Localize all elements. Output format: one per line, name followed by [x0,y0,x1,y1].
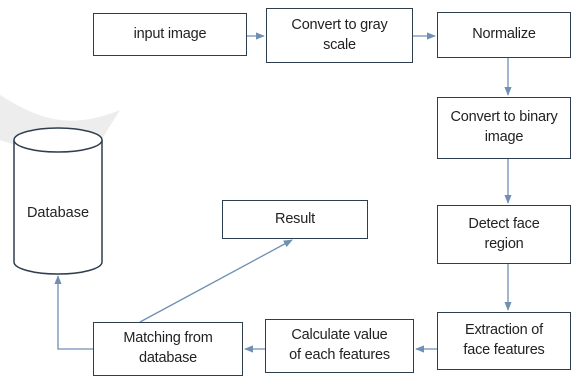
arrow-matching-to-result [139,239,293,323]
extraction-box: Extraction of face features [437,312,571,370]
result-box: Result [222,200,368,239]
matching-box: Matching from database [93,322,243,376]
calculate-label: Calculate value of each features [289,327,390,363]
normalize-label: Normalize [472,26,536,43]
detect-face-label: Detect face region [468,215,540,252]
normalize-box: Normalize [437,12,571,58]
input-image-label: input image [133,25,207,42]
convert-gray-label: Convert to gray scale [291,16,388,53]
detect-face-box: Detect face region [437,205,571,264]
input-image-box: input image [93,13,247,56]
database-cylinder [13,127,103,275]
result-label: Result [275,210,315,227]
convert-binary-label: Convert to binary image [450,109,558,145]
extraction-label: Extraction of face features [463,322,545,358]
convert-gray-box: Convert to gray scale [266,8,413,63]
convert-binary-box: Convert to binary image [437,97,571,159]
arrow-matching-to-database [54,275,93,350]
database-label: Database [26,205,90,221]
matching-label: Matching from database [123,330,213,366]
calculate-box: Calculate value of each features [265,319,414,373]
